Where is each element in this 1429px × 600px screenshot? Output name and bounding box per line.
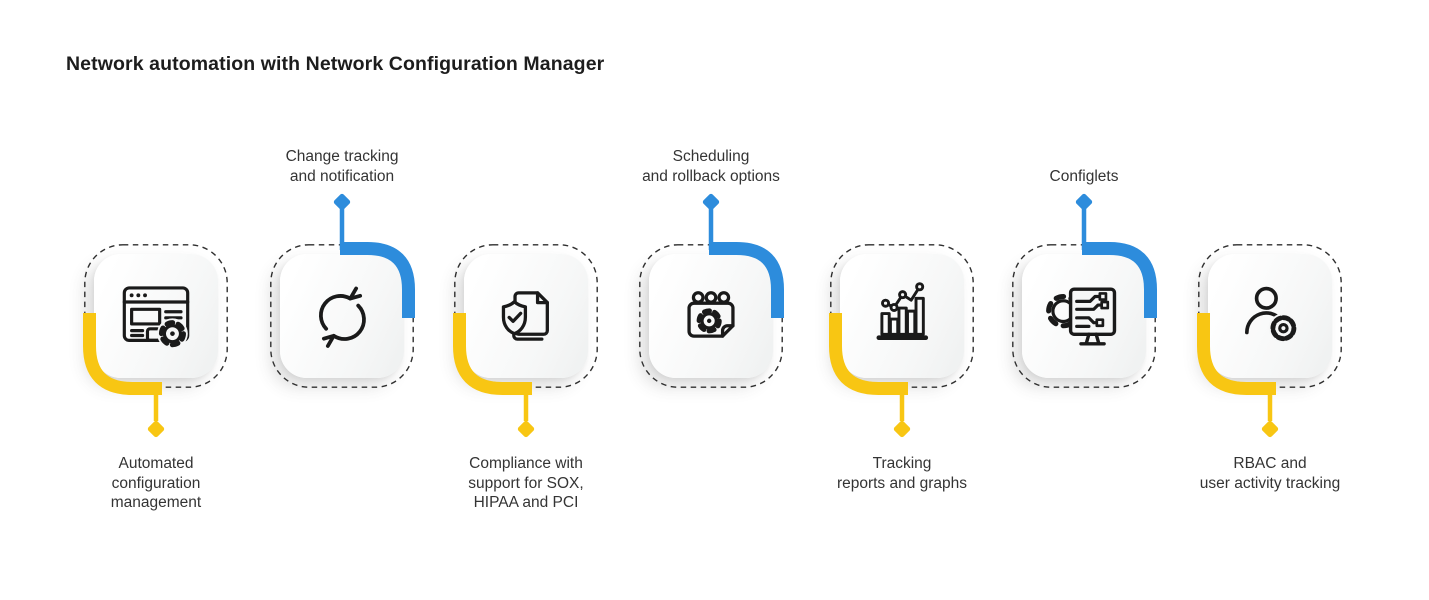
feature-tile xyxy=(280,254,404,378)
feature-tile xyxy=(649,254,773,378)
feature-tracking-reports: Tracking reports and graphs xyxy=(830,244,974,492)
user-gear-icon xyxy=(1245,286,1299,344)
feature-label: Tracking reports and graphs xyxy=(836,455,968,492)
calendar-gear-icon xyxy=(687,291,735,338)
feature-tile xyxy=(464,254,588,378)
feature-compliance: Compliance with support for SOX, HIPAA a… xyxy=(454,244,598,511)
feature-label: Compliance with support for SOX, HIPAA a… xyxy=(468,455,584,511)
compliance-shield-document-icon xyxy=(501,291,549,341)
feature-tile xyxy=(840,254,964,378)
circuit-monitor-gear-icon xyxy=(1046,287,1117,346)
feature-tile xyxy=(1022,254,1146,378)
feature-tile xyxy=(1208,254,1332,378)
diamond-endpoint xyxy=(333,193,351,211)
feature-change-tracking: Change tracking and notification xyxy=(270,148,414,388)
feature-configlets: Configlets xyxy=(1012,168,1156,388)
diamond-endpoint xyxy=(147,420,165,438)
bar-line-chart-icon xyxy=(876,282,929,341)
sync-arrows-icon xyxy=(319,286,366,348)
diamond-endpoint xyxy=(517,420,535,438)
feature-tile xyxy=(94,254,218,378)
feature-automated-config: Automated configuration management xyxy=(84,244,228,511)
feature-rbac: RBAC and user activity tracking xyxy=(1198,244,1342,492)
feature-label: RBAC and user activity tracking xyxy=(1199,455,1341,492)
diamond-endpoint xyxy=(1261,420,1279,438)
feature-label: Automated configuration management xyxy=(110,455,202,511)
browser-gear-icon xyxy=(122,286,190,350)
feature-label: Configlets xyxy=(1049,167,1119,185)
diamond-endpoint xyxy=(1075,193,1093,211)
feature-scheduling: Scheduling and rollback options xyxy=(639,148,783,388)
diamond-endpoint xyxy=(893,420,911,438)
feature-label: Change tracking and notification xyxy=(285,148,399,185)
diamond-endpoint xyxy=(702,193,720,211)
page-title: Network automation with Network Configur… xyxy=(66,53,605,75)
feature-label: Scheduling and rollback options xyxy=(642,148,780,185)
